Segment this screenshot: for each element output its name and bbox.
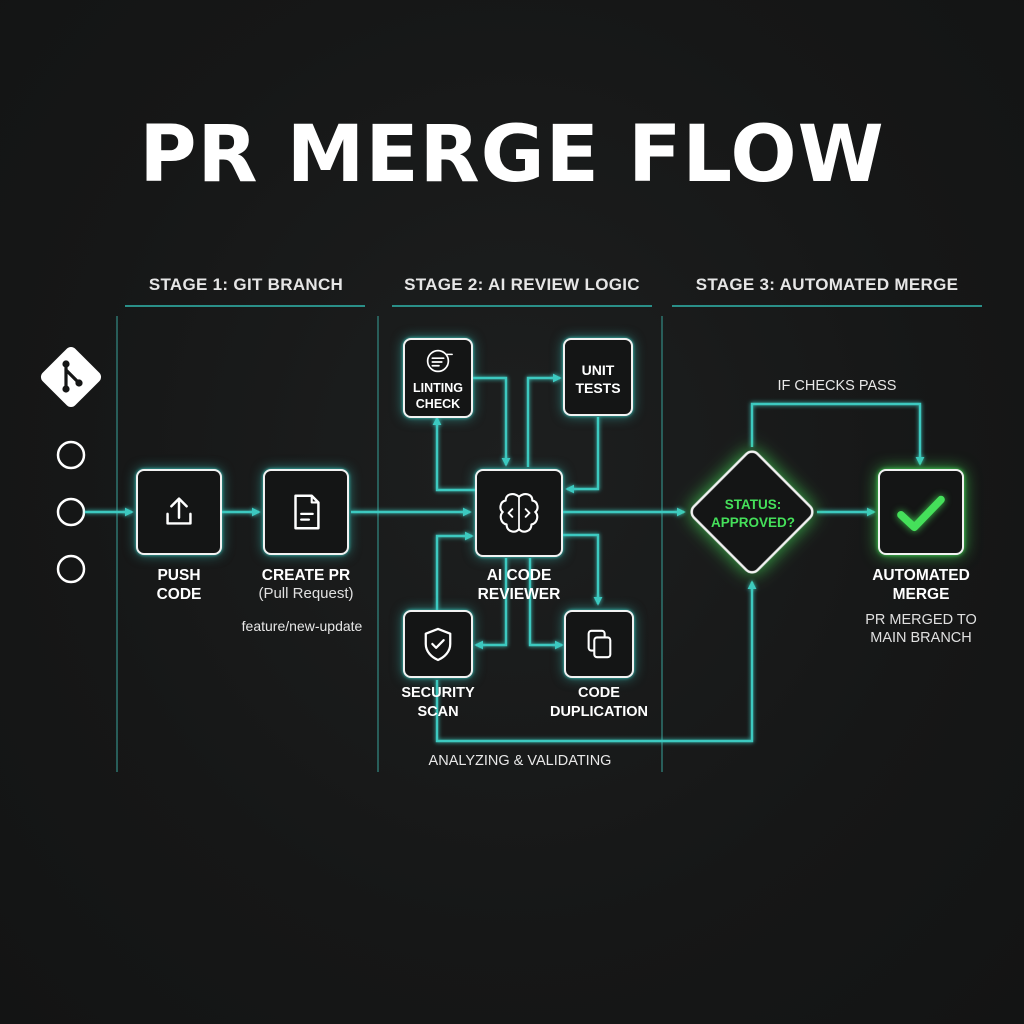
git-logo-icon [40,346,102,408]
create-pr-sublabel: (Pull Request) [258,585,354,602]
ai-code-reviewer-label: AI CODE REVIEWER [477,567,561,603]
arrow-ai-to-duplication [562,533,603,606]
arrow-analysis-to-decision [435,580,757,743]
upload-icon [166,497,192,525]
automated-merge-label: AUTOMATED MERGE [872,567,970,603]
automated-merge-sublabel: PR MERGED TO MAIN BRANCH [865,612,977,646]
analyzing-note: ANALYZING & VALIDATING [428,753,612,769]
brain-icon [499,493,539,533]
unit-tests-node[interactable]: UNIT TESTS [563,338,633,416]
arrow-ai-to-tests [526,373,562,467]
arrow-tests-to-ai [565,417,600,494]
commit-node-2 [56,497,86,527]
ai-code-reviewer-node[interactable] [475,469,563,557]
page-title: PR MERGE FLOW [139,110,885,200]
push-code-node[interactable] [136,469,222,555]
arrow-lint-to-ai [473,376,511,467]
stage-1-label: STAGE 1: GIT BRANCH [148,275,344,294]
arrow-checks-pass [750,402,925,466]
linting-check-label: LINTING CHECK [413,381,463,411]
checks-pass-note: IF CHECKS PASS [777,378,897,394]
stage-2-label: STAGE 2: AI REVIEW LOGIC [404,275,640,294]
document-icon [294,494,320,530]
security-scan-label: SECURITY SCAN [401,685,475,720]
decision-diamond [690,450,814,574]
commit-node-3 [56,554,86,584]
unit-tests-label: UNIT TESTS [575,362,621,396]
shield-check-icon [424,627,452,662]
code-duplication-label: CODE DUPLICATION [549,685,648,720]
lint-lines-icon [426,349,453,373]
push-code-label: PUSH CODE [156,567,202,603]
create-pr-node[interactable] [263,469,349,555]
branch-name-note: feature/new-update [241,618,363,634]
arrow-ai-to-security [474,558,508,650]
arrow-ai-to-lint [432,416,478,492]
code-duplication-node[interactable] [564,610,634,678]
arrow-security-to-ai [435,531,474,610]
stage-3-label: STAGE 3: AUTOMATED MERGE [695,275,959,294]
decision-label: STATUS: APPROVED? [710,497,795,530]
linting-check-node[interactable]: LINTING CHECK [403,338,473,418]
create-pr-label: CREATE PR [261,567,351,584]
security-scan-node[interactable] [403,610,473,678]
arrow-duplication-to-ai [528,558,564,650]
commit-node-1 [56,440,86,470]
copy-icon [587,629,612,659]
automated-merge-node[interactable] [878,469,964,555]
checkmark-icon [897,495,945,532]
